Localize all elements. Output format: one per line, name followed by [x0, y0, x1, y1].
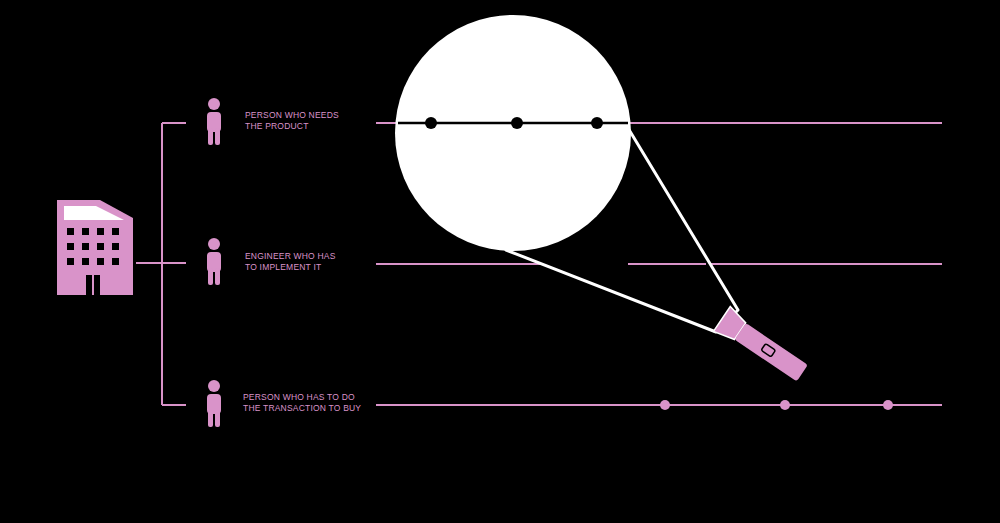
highlighted-dot: [425, 117, 603, 129]
building-icon: [57, 200, 133, 295]
person-icon: [207, 98, 221, 145]
role-label: PERSON WHO HAS TO DO THE TRANSACTION TO …: [243, 392, 369, 414]
spotlight: [395, 15, 631, 251]
flashlight: [714, 306, 811, 385]
role-label: ENGINEER WHO HAS TO IMPLEMENT IT: [245, 251, 341, 273]
timeline: [628, 263, 706, 265]
bracket: [136, 123, 186, 405]
person-icon: [207, 238, 221, 285]
role-label: PERSON WHO NEEDS THE PRODUCT: [245, 110, 341, 132]
person-icon: [207, 380, 221, 427]
